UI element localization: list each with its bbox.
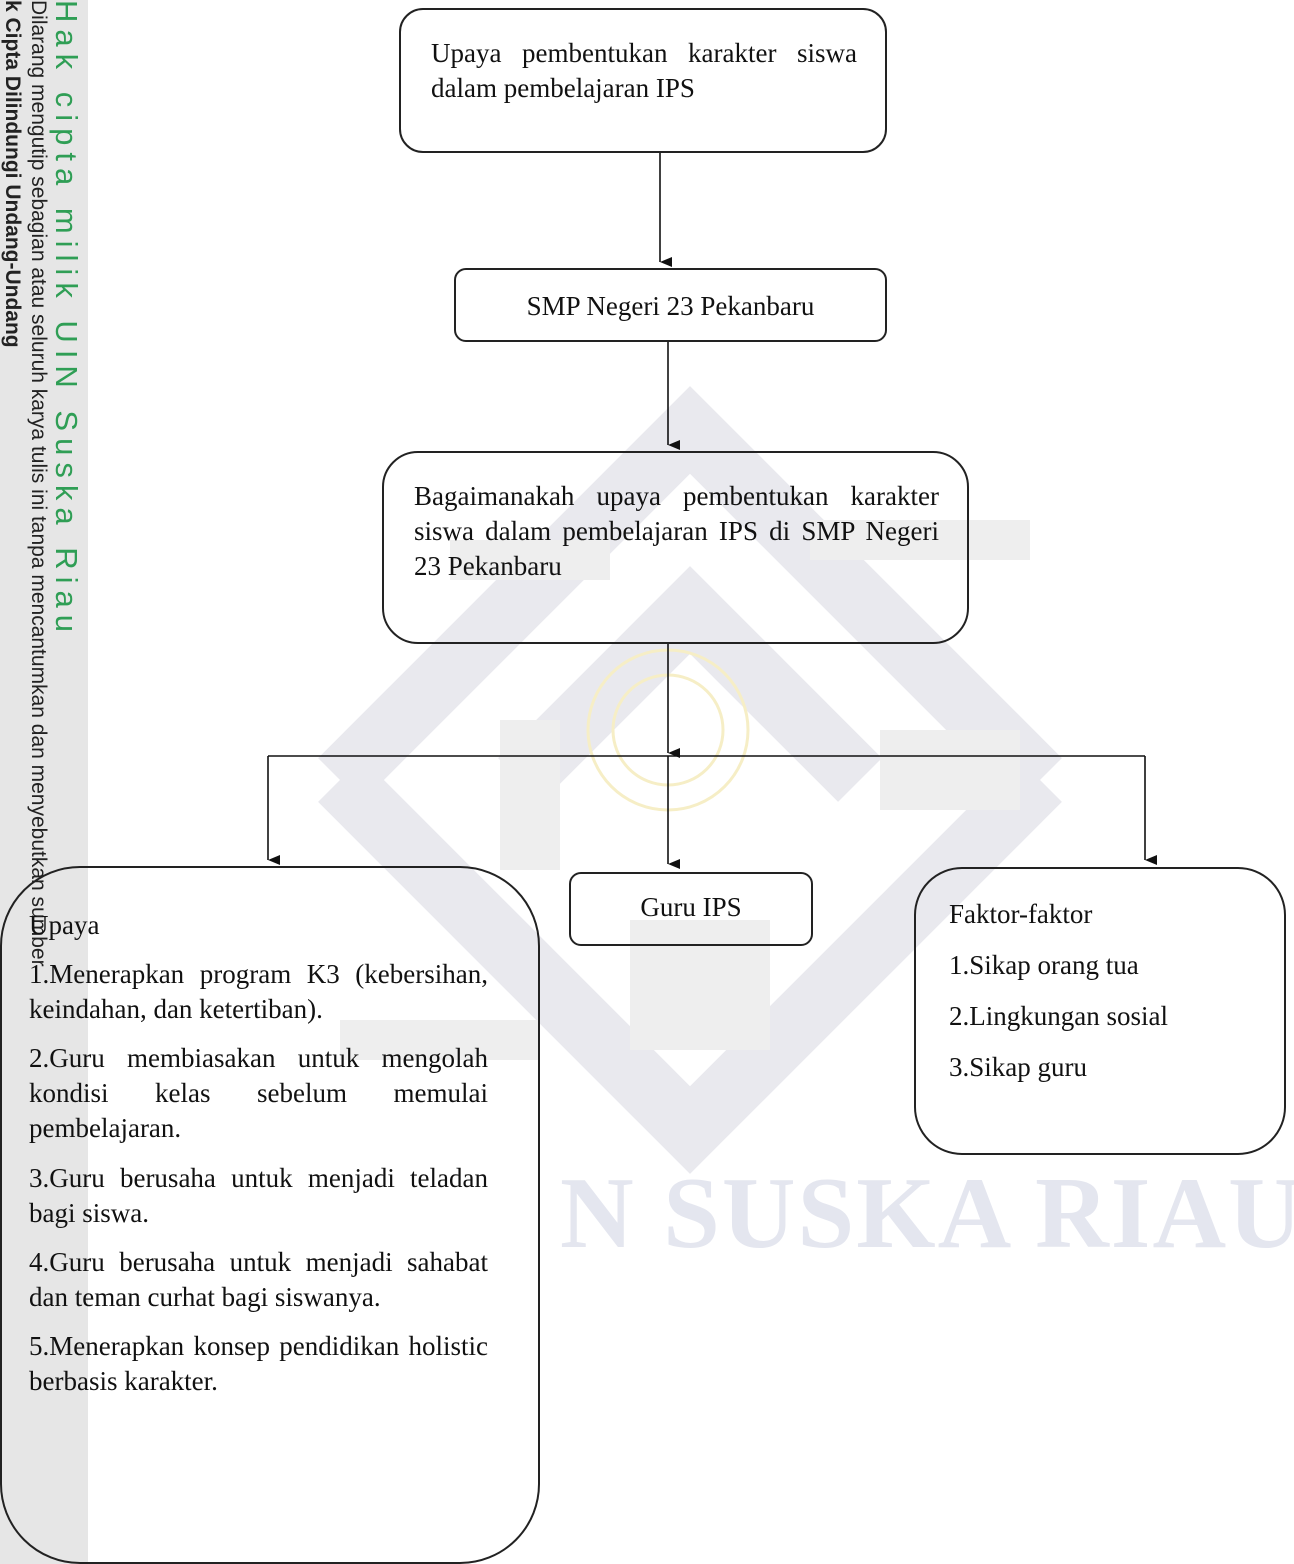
- copyright-title: k Cipta Dilindungi Undang-Undang: [1, 0, 24, 348]
- upaya-item-4: 4.Guru berusaha untuk menjadi sahabat da…: [29, 1246, 488, 1312]
- upaya-box: Upaya 1.Menerapkan program K3 (kebersiha…: [0, 866, 540, 1564]
- copyright-notice: Dilarang mengutip sebagian atau seluruh …: [27, 0, 50, 967]
- school-box: SMP Negeri 23 Pekanbaru: [454, 268, 887, 342]
- upaya-list: 1.Menerapkan program K3 (kebersihan, kei…: [29, 957, 488, 1399]
- faktor-title: Faktor-faktor: [949, 899, 1093, 929]
- upaya-item-5: 5.Menerapkan konsep pendidikan holistic …: [29, 1330, 488, 1397]
- copyright-sidebar: k Cipta Dilindungi Undang-Undang Dilaran…: [0, 0, 88, 1564]
- faktor-box: Faktor-faktor 1.Sikap orang tua 2.Lingku…: [914, 867, 1286, 1155]
- topic-text: Upaya pembentukan karakter siswa dalam p…: [431, 38, 857, 104]
- research-question-box: Bagaimanakah upaya pembentukan karakter …: [382, 451, 969, 644]
- faktor-list: 1.Sikap orang tua 2.Lingkungan sosial 3.…: [949, 948, 1264, 1085]
- upaya-title: Upaya: [29, 910, 100, 940]
- guru-box: Guru IPS: [569, 872, 813, 946]
- upaya-item-3: 3.Guru berusaha untuk menjadi teladan ba…: [29, 1162, 488, 1228]
- faktor-item-2: 2.Lingkungan sosial: [949, 1001, 1168, 1032]
- sidebar-brand: Hak cipta milik UIN Suska Riau: [49, 0, 84, 639]
- research-question: Bagaimanakah upaya pembentukan karakter …: [414, 481, 939, 582]
- school-name: SMP Negeri 23 Pekanbaru: [526, 291, 815, 321]
- upaya-item-2: 2.Guru membiasakan untuk mengolah kondis…: [29, 1043, 488, 1144]
- faktor-item-1: 1.Sikap orang tua: [949, 950, 1139, 981]
- faktor-item-3: 3.Sikap guru: [949, 1052, 1087, 1083]
- watermark-text: N SUSKA RIAU: [560, 1157, 1294, 1270]
- guru-label: Guru IPS: [640, 892, 742, 922]
- topic-box: Upaya pembentukan karakter siswa dalam p…: [399, 8, 887, 153]
- upaya-item-1: 1.Menerapkan program K3 (kebersihan, kei…: [29, 959, 488, 1025]
